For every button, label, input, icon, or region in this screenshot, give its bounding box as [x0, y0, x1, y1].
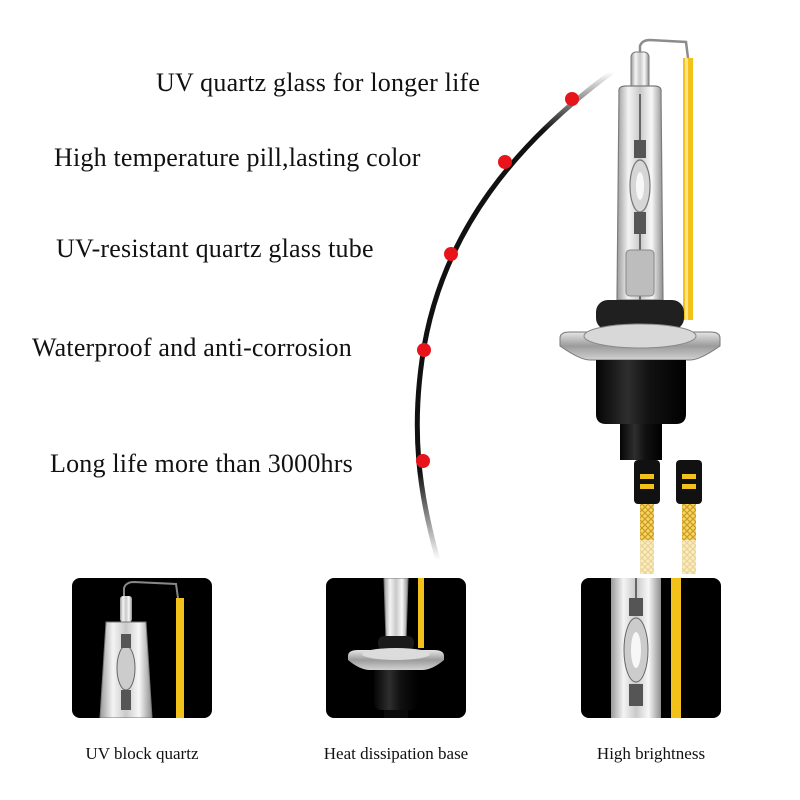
feature-label-4: Waterproof and anti-corrosion: [32, 333, 352, 362]
feature-label-3: UV-resistant quartz glass tube: [56, 234, 374, 263]
bulb-base: [596, 360, 686, 424]
caption-high-brightness: High brightness: [596, 744, 706, 763]
feature-label-1: UV quartz glass for longer life: [156, 68, 481, 97]
connector-right: [676, 460, 702, 504]
caption-uv-block-quartz: UV block quartz: [85, 744, 199, 763]
callout-dot: [498, 155, 512, 169]
callout-dot: [416, 454, 430, 468]
thumbnail-uv-block-quartz: [72, 578, 212, 718]
callout-dot: [417, 343, 431, 357]
callout-curve: [414, 69, 615, 563]
thumbnail-high-brightness: [581, 578, 721, 718]
feature-label-2: High temperature pill,lasting color: [54, 143, 421, 172]
connector-left: [634, 460, 660, 504]
bulb-flange-top: [596, 300, 684, 330]
callout-dot: [444, 247, 458, 261]
callout-dot: [565, 92, 579, 106]
caption-heat-dissipation-base: Heat dissipation base: [323, 744, 469, 763]
thumbnail-heat-dissipation-base: [326, 578, 466, 718]
feature-label-5: Long life more than 3000hrs: [50, 449, 353, 478]
